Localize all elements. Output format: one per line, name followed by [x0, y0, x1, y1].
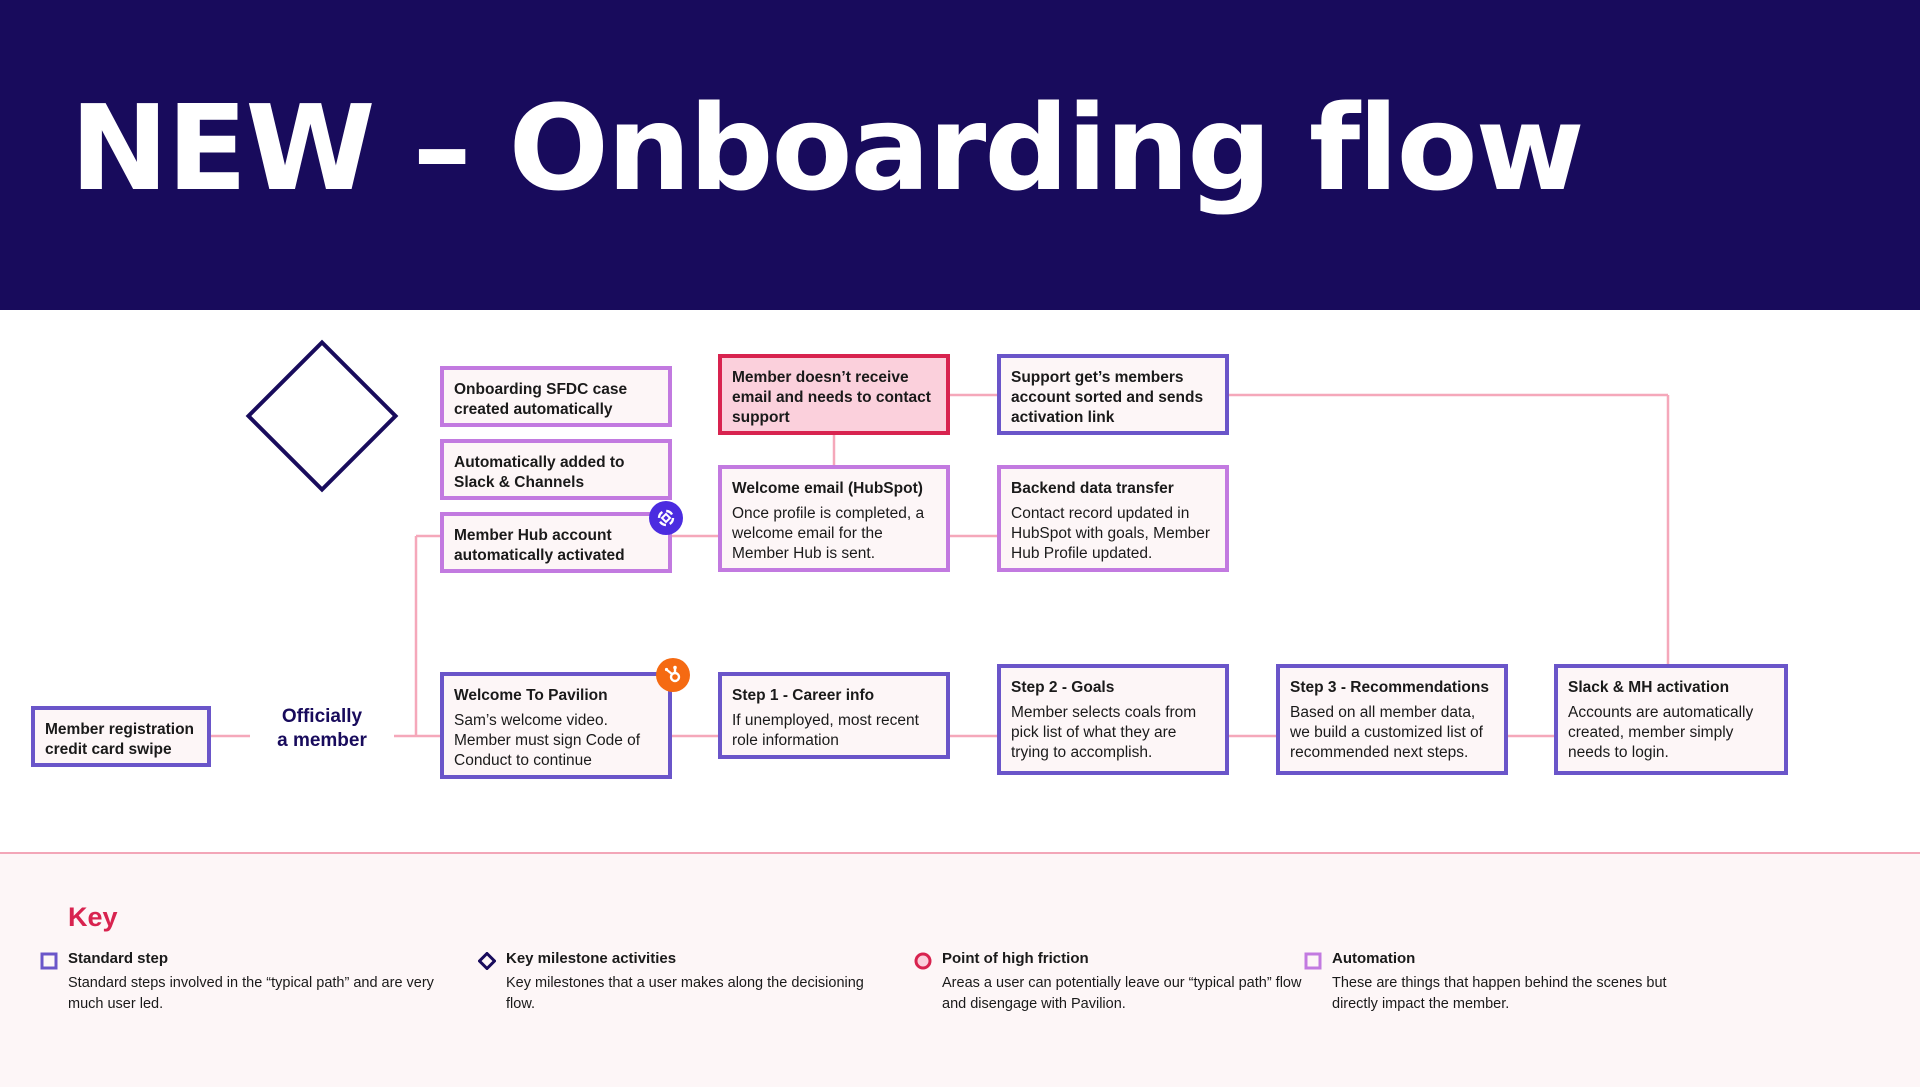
step-description: Based on all member data, we build a cus…: [1290, 704, 1483, 761]
support-activation-step: Support get’s members account sorted and…: [997, 354, 1229, 435]
step-description: If unemployed, most recent role informat…: [732, 712, 919, 749]
goals-step: Step 2 - Goals Member selects coals from…: [997, 664, 1229, 775]
step-title: Welcome email (HubSpot): [732, 480, 923, 497]
member-registration-step: Member registration credit card swipe: [31, 706, 211, 767]
support-friction-point: Member doesn’t receive email and needs t…: [718, 354, 950, 435]
key-item-name: Point of high friction: [942, 950, 1089, 967]
key-item-name: Standard step: [68, 950, 169, 967]
key-item-description: Standard steps involved in the “typical …: [68, 975, 434, 1012]
milestone-label-line2: a member: [277, 730, 367, 751]
automation-square-icon: [1304, 952, 1322, 970]
step-title: Step 2 - Goals: [1011, 679, 1115, 696]
hubspot-logo-icon: [656, 658, 690, 692]
recommendations-step: Step 3 - Recommendations Based on all me…: [1276, 664, 1508, 775]
career-info-step: Step 1 - Career info If unemployed, most…: [718, 672, 950, 759]
page-title: NEW – Onboarding flow: [70, 79, 1585, 217]
key-item-description: These are things that happen behind the …: [1332, 975, 1667, 1012]
step-description: Once profile is completed, a welcome ema…: [732, 505, 925, 562]
step-title: Support get’s members account sorted and…: [1011, 369, 1204, 426]
milestone-diamond-icon: [478, 952, 496, 970]
step-description: Sam’s welcome video. Member must sign Co…: [454, 712, 641, 769]
step-title: Member Hub account automatically activat…: [454, 527, 625, 564]
standard-step-square-icon: [40, 952, 58, 970]
step-title: Backend data transfer: [1011, 480, 1174, 497]
step-title: Automatically added to Slack & Channels: [454, 454, 625, 491]
key-item-description: Areas a user can potentially leave our “…: [942, 975, 1302, 1012]
friction-circle-icon: [914, 952, 932, 970]
member-hub-logo-icon: [649, 501, 683, 535]
key-item-description: Key milestones that a user makes along t…: [506, 975, 864, 1012]
step-title: Step 1 - Career info: [732, 687, 875, 704]
step-title: Member doesn’t receive email and needs t…: [732, 369, 931, 426]
backend-transfer-automation: Backend data transfer Contact record upd…: [997, 465, 1229, 572]
step-title: Member registration credit card swipe: [45, 721, 195, 758]
step-description: Contact record updated in HubSpot with g…: [1011, 505, 1211, 562]
step-description: Member selects coals from pick list of w…: [1011, 704, 1197, 761]
header-banner: NEW – Onboarding flow: [0, 0, 1920, 310]
milestone-label: Officially a member: [250, 705, 394, 753]
step-title: Welcome To Pavilion: [454, 687, 608, 704]
flow-diagram: Member registration credit card swipe Of…: [0, 310, 1920, 852]
welcome-email-automation: Welcome email (HubSpot) Once profile is …: [718, 465, 950, 572]
welcome-to-pavilion-step: Welcome To Pavilion Sam’s welcome video.…: [440, 672, 672, 779]
step-title: Onboarding SFDC case created automatical…: [454, 381, 628, 418]
sfdc-case-automation: Onboarding SFDC case created automatical…: [440, 366, 672, 427]
key-title: Key: [68, 902, 118, 932]
key-item-name: Key milestone activities: [506, 950, 677, 967]
connector-lines: [211, 393, 1670, 738]
step-description: Accounts are automatically created, memb…: [1568, 704, 1754, 761]
step-title: Slack & MH activation: [1568, 679, 1730, 696]
slack-mh-activation-step: Slack & MH activation Accounts are autom…: [1554, 664, 1788, 775]
slack-added-automation: Automatically added to Slack & Channels: [440, 439, 672, 500]
member-hub-activated-automation: Member Hub account automatically activat…: [440, 512, 672, 573]
step-title: Step 3 - Recommendations: [1290, 679, 1489, 696]
key-legend: Key Standard step Standard steps involve…: [0, 852, 1920, 1087]
milestone-label-line1: Officially: [281, 706, 363, 727]
key-item-name: Automation: [1332, 950, 1416, 967]
